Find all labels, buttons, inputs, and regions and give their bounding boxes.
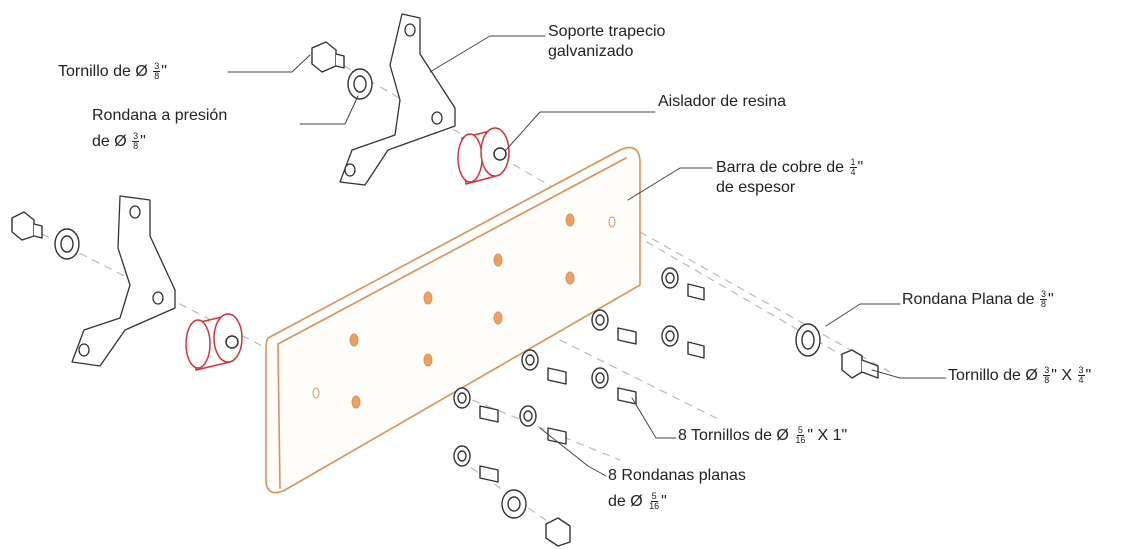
lower-resin-insulator <box>185 313 243 371</box>
leader-lines <box>227 35 947 477</box>
hardware-washers <box>54 68 821 519</box>
upper-trapeze-bracket <box>339 13 456 186</box>
hardware-bolts <box>11 41 879 547</box>
label-aislador: Aislador de resina <box>658 93 787 110</box>
copper-bar <box>265 146 641 494</box>
upper-resin-insulator <box>457 127 510 185</box>
label-soporte: Soporte trapecio galvanizado <box>548 23 666 60</box>
copper-bar-holes <box>312 213 616 409</box>
lower-trapeze-bracket <box>71 195 176 367</box>
